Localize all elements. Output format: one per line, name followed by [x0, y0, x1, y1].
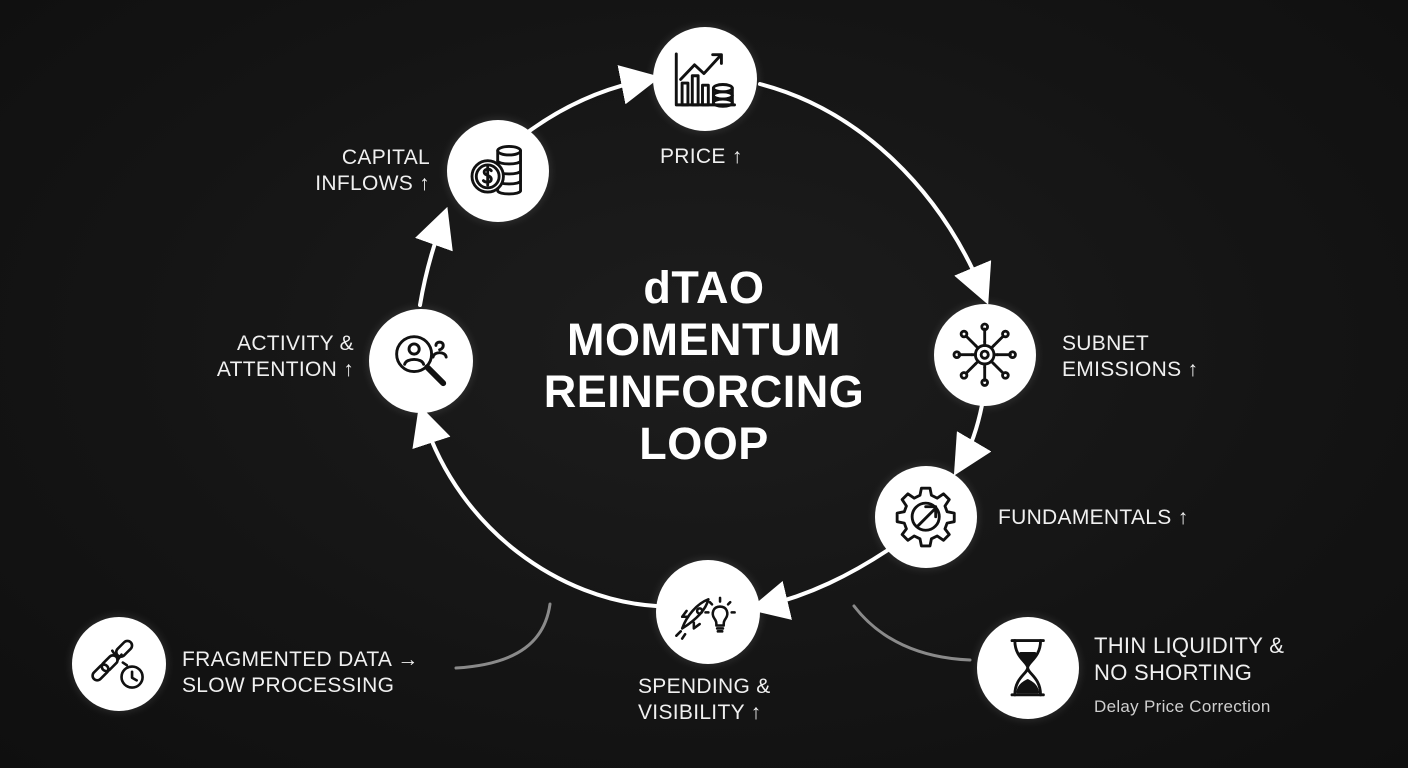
- price-node: [653, 27, 757, 131]
- broken-link-clock-icon: [91, 639, 144, 689]
- subnet-label-line-2: EMISSIONS ↑: [1062, 358, 1199, 381]
- diagram-title: dTAO MOMENTUM REINFORCING LOOP: [484, 262, 924, 470]
- arrow-capital-to-price: [526, 65, 661, 134]
- gear-arrow-icon: [896, 487, 956, 548]
- fundamentals-label-text: FUNDAMENTALS ↑: [998, 506, 1189, 529]
- title-line-1: dTAO: [643, 262, 765, 313]
- subnet-label: SUBNET EMISSIONS ↑: [1062, 331, 1198, 383]
- activity-label: ACTIVITY & ATTENTION ↑: [176, 331, 354, 383]
- arrow-spending-to-activity: [412, 404, 658, 608]
- arrow-activity-to-capital: [415, 206, 453, 307]
- magnifier-person-icon: [394, 334, 448, 386]
- hourglass-icon: [1010, 639, 1046, 697]
- fragmented-data-node: [72, 617, 166, 711]
- activity-node: [369, 309, 473, 413]
- title-line-4: LOOP: [639, 418, 769, 469]
- subnet-node: [934, 304, 1036, 406]
- arrow-fundamentals-to-spending: [748, 548, 890, 620]
- activity-label-line-1: ACTIVITY &: [237, 332, 354, 355]
- spending-label-line-2: VISIBILITY ↑: [638, 701, 762, 724]
- chart-coins-icon: [674, 52, 736, 108]
- thin-liquidity-label: THIN LIQUIDITY & NO SHORTING Delay Price…: [1094, 632, 1284, 720]
- thin-liquidity-subtext: Delay Price Correction: [1094, 697, 1271, 716]
- spending-node: [656, 560, 760, 664]
- fragmented-data-line-2: SLOW PROCESSING: [182, 674, 395, 697]
- fragmented-data-label: FRAGMENTED DATA → SLOW PROCESSING: [182, 647, 419, 699]
- rocket-bulb-icon: [674, 596, 736, 640]
- capital-label-line-1: CAPITAL: [341, 146, 430, 169]
- title-line-3: REINFORCING: [543, 366, 865, 417]
- subnet-label-line-1: SUBNET: [1062, 332, 1149, 355]
- capital-label-line-2: INFLOWS ↑: [315, 172, 430, 195]
- arrow-price-to-subnet: [758, 82, 992, 305]
- price-label: PRICE ↑: [660, 144, 743, 170]
- thin-liquidity-line-1: THIN LIQUIDITY &: [1094, 633, 1285, 658]
- fragmented-data-line-1: FRAGMENTED DATA →: [182, 648, 419, 671]
- fundamentals-node: [875, 466, 977, 568]
- activity-label-line-2: ATTENTION ↑: [216, 358, 354, 381]
- capital-node: [447, 120, 549, 222]
- network-gear-icon: [952, 322, 1018, 388]
- capital-label: CAPITAL INFLOWS ↑: [290, 145, 430, 197]
- arrow-subnet-to-fundamentals: [953, 403, 992, 476]
- spending-label: SPENDING & VISIBILITY ↑: [638, 674, 771, 726]
- thin-liquidity-line-2: NO SHORTING: [1094, 660, 1253, 685]
- thin-liquidity-node: [977, 617, 1079, 719]
- friction-connector-left: [454, 602, 552, 670]
- coin-stack-icon: [470, 145, 523, 196]
- spending-label-line-1: SPENDING &: [638, 675, 771, 698]
- fundamentals-label: FUNDAMENTALS ↑: [998, 505, 1189, 531]
- title-line-2: MOMENTUM: [567, 314, 841, 365]
- price-label-text: PRICE ↑: [660, 145, 743, 168]
- friction-connector-right: [852, 604, 972, 662]
